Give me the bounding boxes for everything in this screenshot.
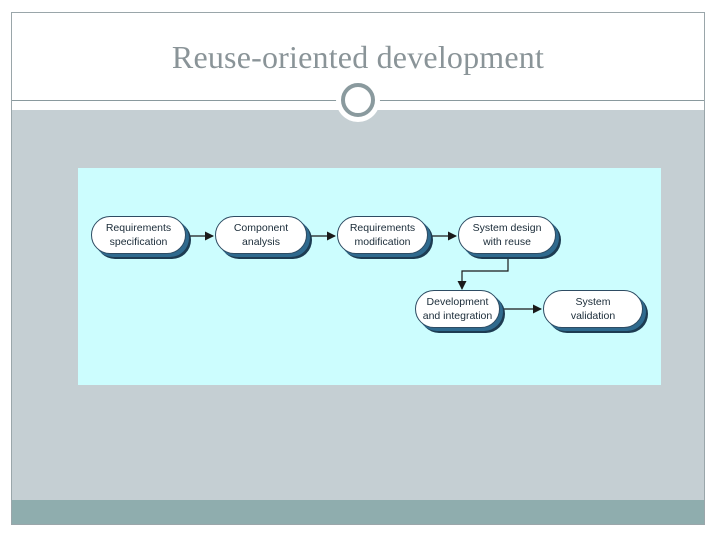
slide-title: Reuse-oriented development [171,39,545,75]
node-requirements-modification: Requirements modification [337,216,428,254]
node-requirements-specification: Requirements specification [91,216,186,254]
circle-ornament-ring [341,83,375,117]
edge-sys-design-to-dev-int [457,255,509,290]
node-system-design-with-reuse: System design with reuse [458,216,556,254]
diagram-connectors [188,231,542,314]
node-system-validation: System validation [543,290,643,328]
footer-band [12,500,704,524]
circle-ornament-icon [336,78,380,122]
node-component-analysis: Component analysis [215,216,307,254]
process-diagram: Requirements specification Component ana… [78,168,661,385]
node-development-and-integration: Development and integration [415,290,500,328]
